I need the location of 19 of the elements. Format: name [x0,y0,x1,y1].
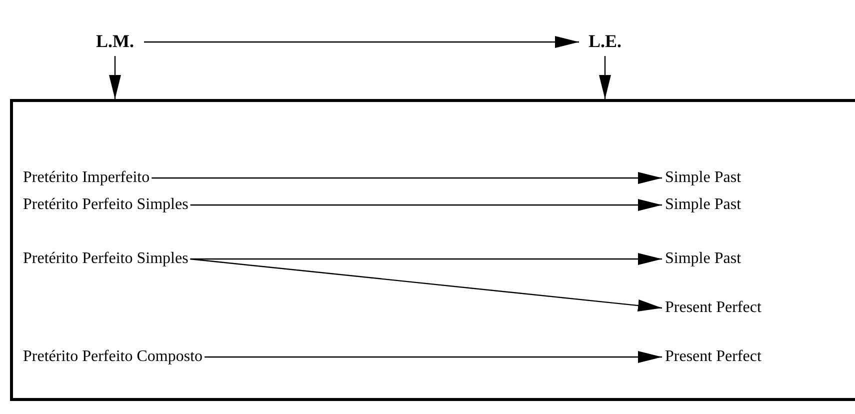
arrow [109,56,121,99]
heading-label: L.M. [88,30,142,54]
arrow [599,56,611,99]
heading-label: L.E. [582,30,628,54]
tense-label: Simple Past [665,195,742,215]
tense-label: Simple Past [665,168,742,188]
tense-label: Simple Past [665,249,742,269]
tense-label: Present Perfect [665,298,762,318]
arrow [204,351,662,363]
tense-label: Pretérito Perfeito Composto [23,347,203,367]
arrow [190,258,662,312]
arrow [144,36,579,48]
tense-label: Pretérito Perfeito Simples [23,249,188,269]
arrow [152,172,662,184]
arrow [190,199,662,211]
tense-label: Pretérito Perfeito Simples [23,195,188,215]
tense-label: Pretérito Imperfeito [23,168,150,188]
frame-box [10,99,855,401]
tense-label: Present Perfect [665,347,762,367]
